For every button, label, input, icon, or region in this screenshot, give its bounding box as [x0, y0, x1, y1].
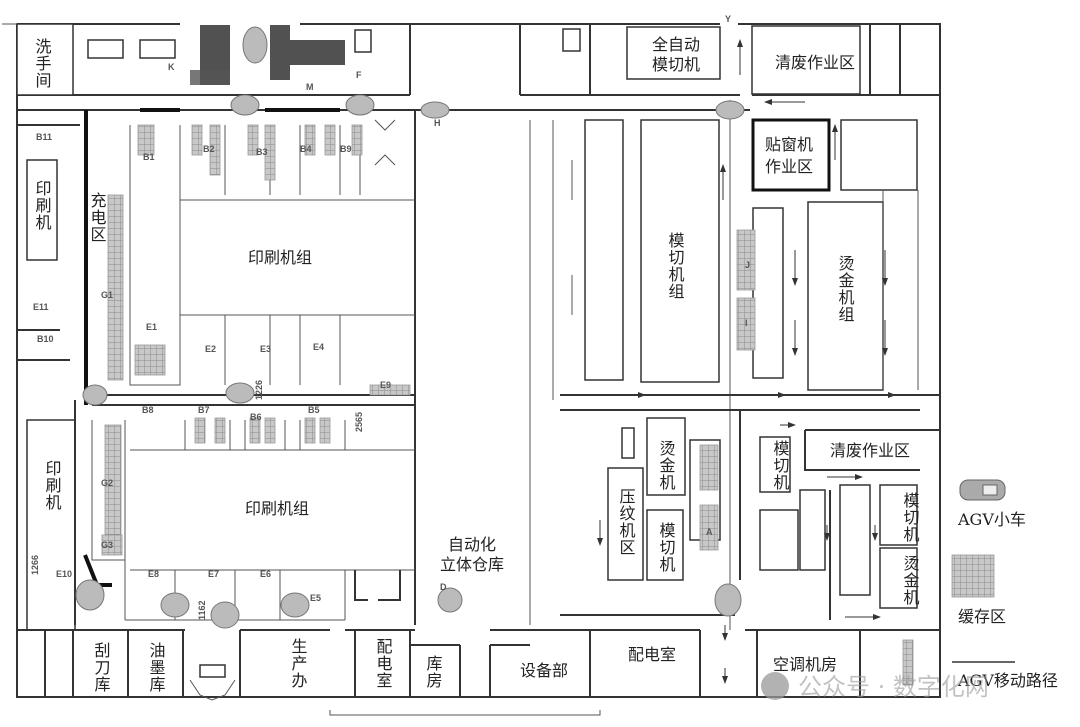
point-E2: E2: [205, 344, 216, 354]
point-E7: E7: [208, 569, 219, 579]
label-window-patch-line1: 贴窗机: [765, 135, 813, 154]
point-G2: G2: [101, 478, 113, 488]
buffer-swatch-icon: [951, 554, 995, 598]
point-B2: B2: [203, 144, 215, 154]
point-G3: G3: [101, 540, 113, 550]
point-K: K: [168, 62, 175, 72]
label-auto-die-cut-line2: 模切机: [652, 55, 700, 74]
point-G1: G1: [101, 290, 113, 300]
label-auto-die-cut-line1: 全自动: [652, 35, 700, 54]
point-E11: E11: [33, 302, 49, 312]
label-die-cut-2: 模切机: [771, 440, 790, 491]
point-A: A: [706, 527, 713, 537]
point-Y: Y: [725, 14, 731, 24]
label-charging: 充电区: [88, 192, 107, 243]
legend-agv-label: AGV小车: [957, 510, 1026, 529]
label-power-room-2: 配电室: [628, 645, 676, 664]
point-D: D: [440, 582, 447, 592]
point-B5: B5: [308, 405, 320, 415]
point-B6: B6: [250, 412, 262, 422]
label-printer-bottom: 印刷机: [43, 460, 62, 511]
dimension-4: 2565: [354, 412, 364, 432]
label-die-cut-3: 模切机: [901, 492, 920, 543]
label-hot-stamp-1: 烫金机: [657, 440, 676, 491]
point-labels: B11 B1 B2 B3 B4 B9 E11 E1 B10 E2 E3 E4 E…: [30, 14, 750, 620]
label-waste-top: 清废作业区: [775, 53, 855, 72]
point-B11: B11: [36, 132, 52, 142]
point-M: M: [306, 82, 314, 92]
point-E10: E10: [56, 569, 72, 579]
dimension-2: 1162: [197, 600, 207, 620]
left-zone: [17, 108, 340, 631]
area-labels: 洗手间 全自动 模切机 清废作业区 贴窗机 作业区 印刷机 充电区 印刷机组 模…: [33, 35, 920, 693]
dimension-1: 1266: [30, 555, 40, 575]
outer-walls: [2, 23, 941, 698]
label-hot-stamp-group: 烫金机组: [836, 255, 855, 323]
point-B8: B8: [142, 405, 154, 415]
legend: AGV小车 缓存区 AGV移动路径: [951, 479, 1058, 690]
label-window-patch-line2: 作业区: [765, 157, 813, 176]
upper-press-area: [92, 110, 416, 625]
label-waste-mid: 清废作业区: [830, 441, 910, 460]
lower-press-area: [83, 417, 415, 621]
label-printer-top: 印刷机: [33, 180, 52, 231]
point-E9: E9: [380, 380, 391, 390]
bottom-rooms: [17, 629, 940, 716]
label-press-group-bottom: 印刷机组: [245, 499, 309, 518]
label-asrs-line2: 立体仓库: [440, 555, 504, 574]
point-B7: B7: [198, 405, 210, 415]
point-B10: B10: [37, 334, 54, 344]
legend-path-label: AGV移动路径: [957, 671, 1058, 690]
point-F: F: [356, 70, 362, 80]
dimension-3: 1226: [254, 380, 264, 400]
point-J: J: [745, 260, 750, 270]
label-die-cut-group: 模切机组: [666, 232, 685, 300]
label-ink-store: 油墨库: [147, 642, 166, 693]
watermark-text: 公众号 · 数字化网: [798, 673, 989, 701]
label-power-room-1: 配电室: [374, 638, 393, 689]
point-E1: E1: [146, 322, 157, 332]
point-E5: E5: [310, 593, 321, 603]
point-B4: B4: [300, 144, 312, 154]
point-E4: E4: [313, 342, 324, 352]
label-press-group-top: 印刷机组: [248, 248, 312, 267]
point-B9: B9: [340, 144, 352, 154]
watermark: 公众号 · 数字化网: [761, 672, 989, 701]
label-embossing: 压纹机区: [617, 488, 636, 556]
right-zone: [529, 39, 940, 684]
label-hot-stamp-2: 烫金机: [901, 555, 920, 606]
label-blade-store: 刮刀库: [92, 642, 111, 693]
point-B3: B3: [256, 147, 268, 157]
label-die-cut-1: 模切机: [657, 522, 676, 573]
legend-buffer-label: 缓存区: [958, 607, 1006, 626]
top-machinery: [190, 25, 345, 85]
point-E6: E6: [260, 569, 271, 579]
label-hvac-room: 空调机房: [773, 655, 837, 674]
top-rooms: [16, 23, 901, 96]
wechat-icon: [761, 672, 789, 700]
point-B1: B1: [143, 152, 155, 162]
point-E3: E3: [260, 344, 271, 354]
point-H: H: [434, 118, 441, 128]
label-warehouse: 库房: [424, 655, 443, 689]
point-E8: E8: [148, 569, 159, 579]
label-equipment-dept: 设备部: [520, 661, 568, 680]
label-prod-office: 生产办: [289, 638, 308, 689]
agv-markers: [75, 26, 745, 629]
point-I: I: [745, 318, 748, 328]
label-washroom: 洗手间: [33, 38, 52, 89]
label-asrs-line1: 自动化: [448, 535, 496, 554]
